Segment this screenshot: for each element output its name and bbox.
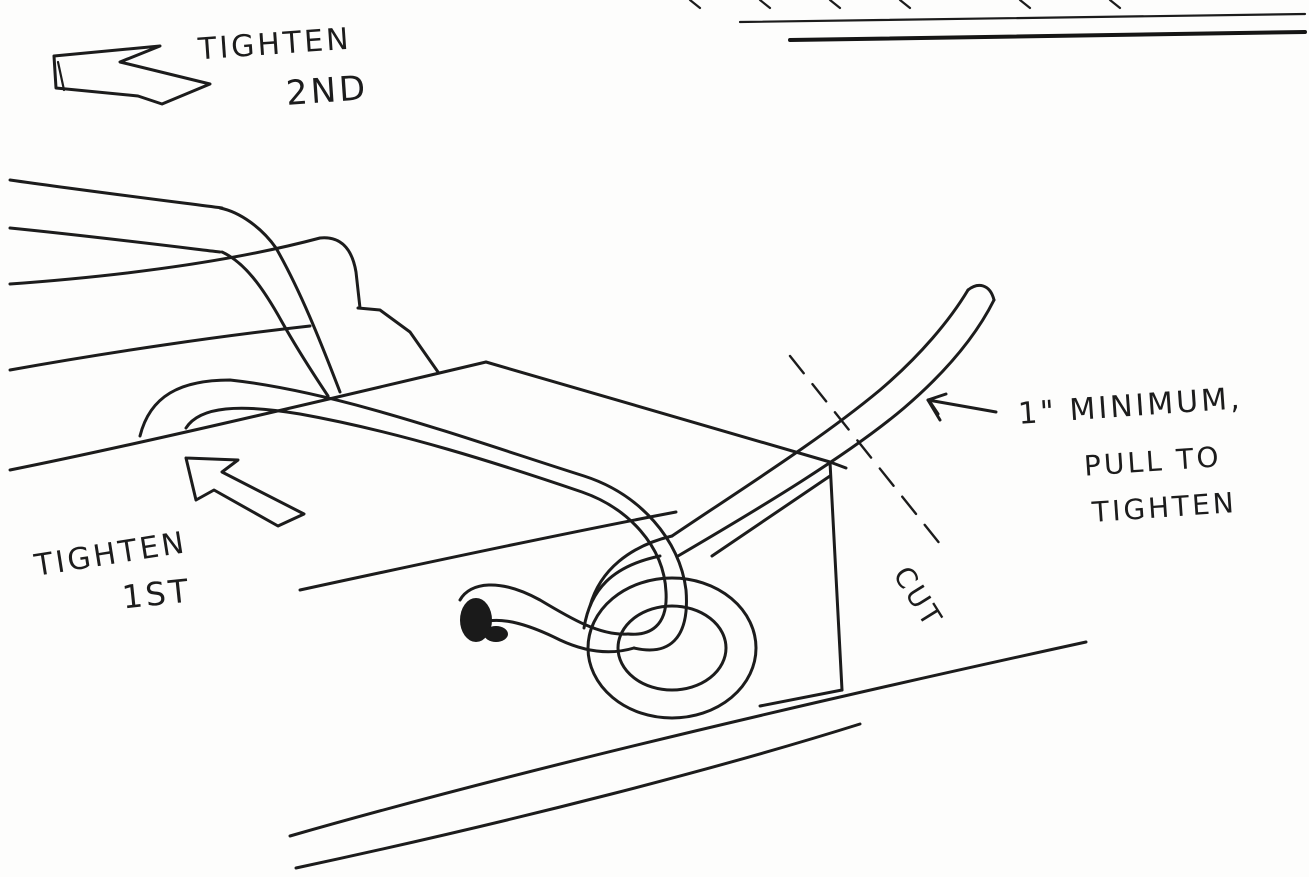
rope-tail [670, 283, 996, 558]
rope-loop [138, 378, 688, 654]
cut-line [788, 354, 942, 546]
top-rule-lines [688, 0, 1307, 42]
tighten-first-arrow [184, 456, 306, 528]
tighten-second-order: 2ND [284, 68, 370, 114]
tighten-second-arrow [52, 44, 212, 106]
tighten-first-order: 1ST [120, 571, 194, 617]
base-lines [288, 640, 1088, 870]
background-rails [8, 178, 440, 374]
upper-rod [218, 206, 342, 398]
minimum-pointer-arrow [926, 392, 998, 422]
eye-ring [586, 576, 758, 720]
